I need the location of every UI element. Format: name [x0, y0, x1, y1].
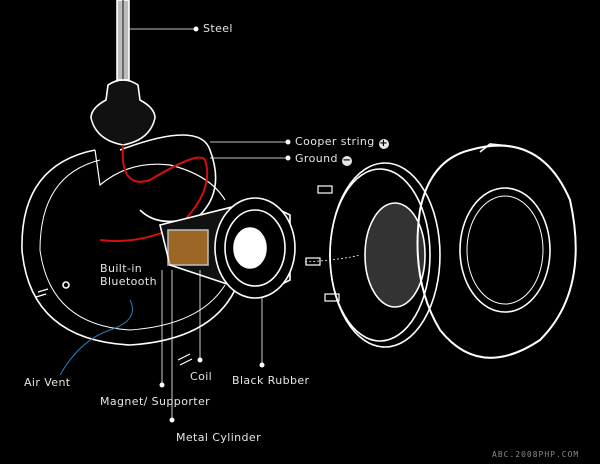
back-shell: [21, 134, 236, 346]
leader-lines: [129, 28, 361, 420]
label-bluetooth-1: Built-in: [100, 262, 143, 275]
speaker-driver: [159, 197, 296, 299]
air-vent-line: [59, 299, 133, 376]
label-air-vent: Air Vent: [24, 376, 71, 389]
cooper-string-text: Cooper string: [295, 135, 375, 148]
label-steel: Steel: [203, 22, 233, 35]
label-coil: Coil: [190, 370, 213, 383]
label-ground: Ground−: [295, 152, 352, 166]
screws: [177, 185, 340, 366]
label-cooper-string: Cooper string+: [295, 135, 389, 149]
hinge-connector: [90, 79, 156, 146]
label-metal-cylinder: Metal Cylinder: [176, 431, 262, 444]
label-bluetooth-2: Bluetooth: [100, 275, 157, 288]
watermark: ABC.2008PHP.COM: [492, 450, 580, 459]
front-plate: [329, 162, 441, 348]
plus-icon: +: [378, 138, 389, 149]
steel-rod: [116, 0, 130, 81]
red-wire: [99, 144, 209, 242]
minus-icon: −: [341, 155, 352, 166]
ground-text: Ground: [295, 152, 338, 165]
ear-cushion: [416, 143, 577, 359]
label-magnet-supporter: Magnet/ Supporter: [100, 395, 211, 408]
label-black-rubber: Black Rubber: [232, 374, 310, 387]
